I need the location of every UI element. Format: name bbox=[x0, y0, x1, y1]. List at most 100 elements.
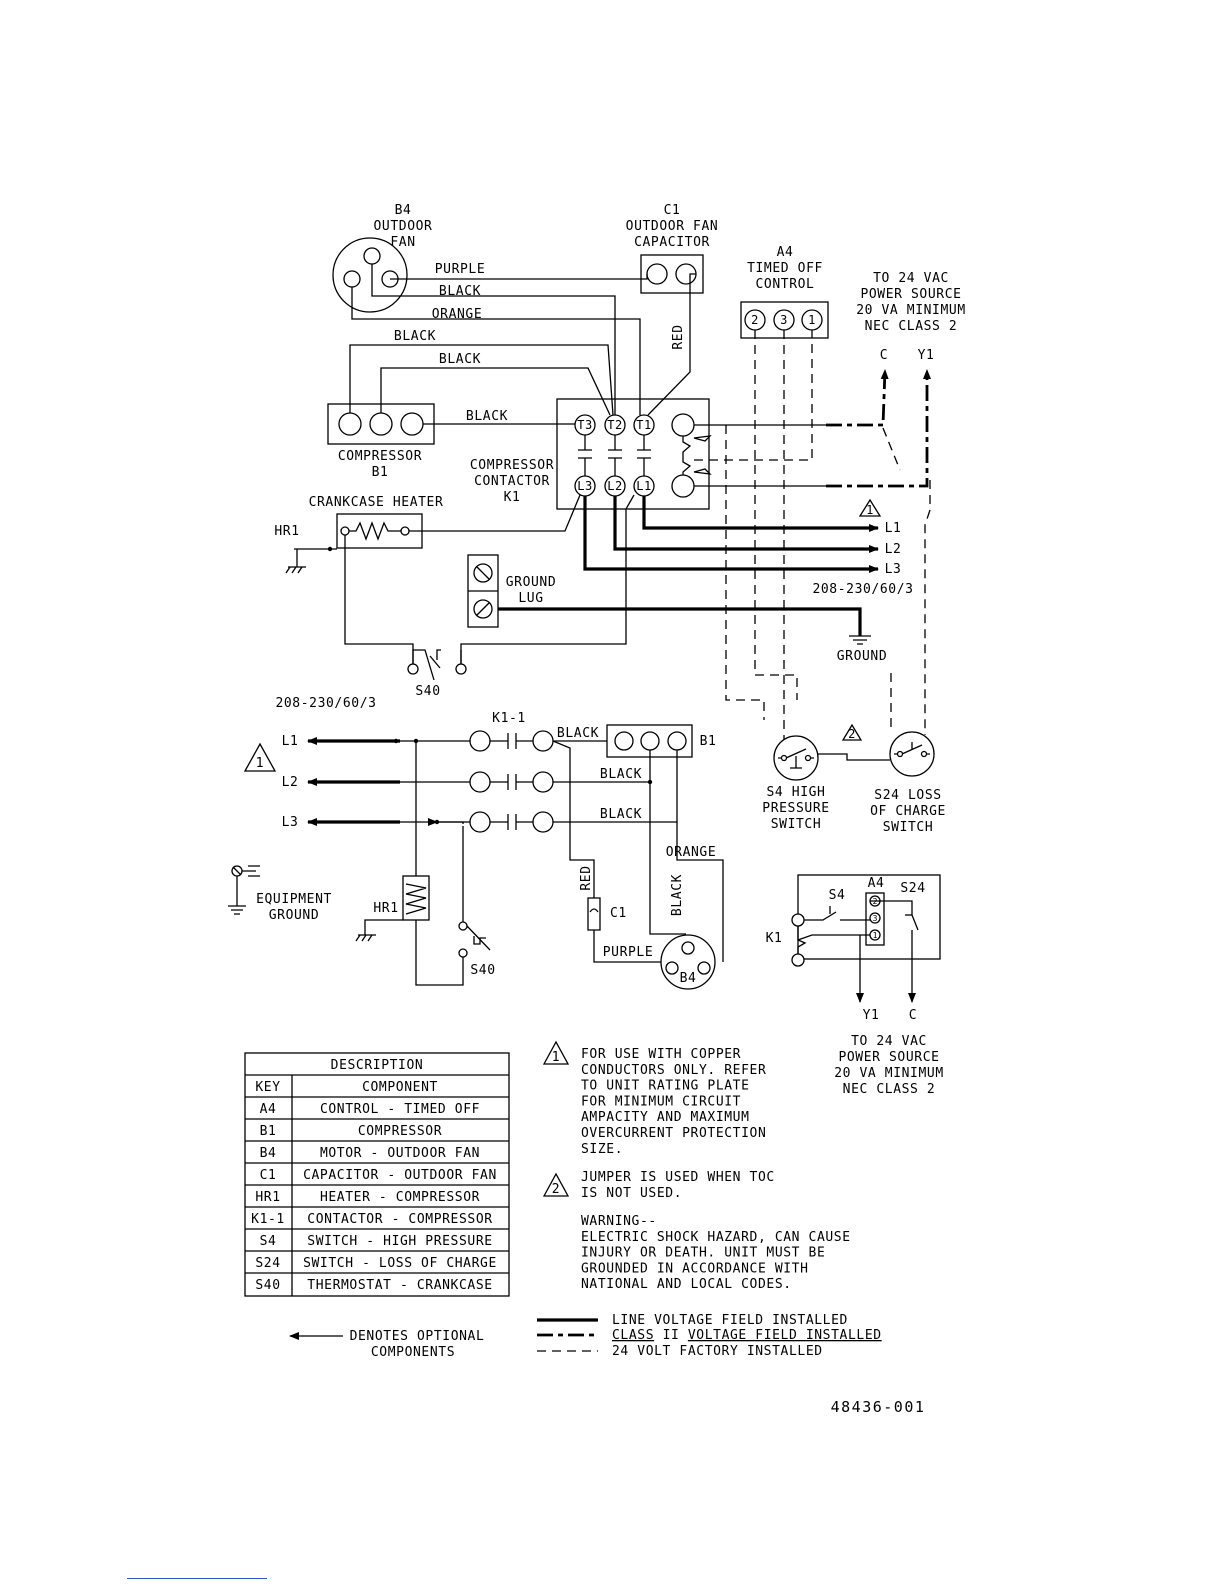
k1-contactor: T3 T2 T1 L3 L2 L1 COMPRESSOR CONTACTOR K… bbox=[470, 398, 710, 510]
legend-class2-a: CLASS bbox=[612, 1328, 654, 1343]
wire-black-b1c-label: BLACK bbox=[466, 409, 508, 424]
k1-l1: L1 bbox=[636, 479, 651, 493]
wire-black-b1a-label: BLACK bbox=[394, 329, 436, 344]
sch-orange: ORANGE bbox=[666, 845, 717, 860]
legend-row-component: THERMOSTAT - CRANKCASE bbox=[307, 1278, 492, 1293]
note1-mark-top: 1 bbox=[866, 503, 874, 517]
k1-l2: L2 bbox=[607, 479, 622, 493]
schematic-l1: L1 bbox=[282, 734, 299, 749]
schematic-c1: C1 bbox=[610, 906, 627, 921]
wire-orange-label: ORANGE bbox=[432, 307, 483, 322]
legend-factory: 24 VOLT FACTORY INSTALLED bbox=[612, 1344, 823, 1359]
a4-key: A4 bbox=[777, 245, 794, 260]
note1-line: AMPACITY AND MAXIMUM bbox=[581, 1110, 750, 1125]
k1-line2: CONTACTOR bbox=[474, 474, 550, 489]
top-voltage: 208-230/60/3 bbox=[812, 582, 913, 597]
b1-label: COMPRESSOR bbox=[338, 449, 422, 464]
power-source-label: TO 24 VAC POWER SOURCE 20 VA MINIMUM NEC… bbox=[856, 271, 966, 363]
top-l3: L3 bbox=[885, 562, 902, 577]
legend-row-component: HEATER - COMPRESSOR bbox=[320, 1190, 480, 1205]
sch-purple: PURPLE bbox=[603, 945, 654, 960]
s24-line1: S24 LOSS bbox=[874, 788, 941, 803]
legend-row-component: CONTACTOR - COMPRESSOR bbox=[307, 1212, 492, 1227]
legend-row-key: B4 bbox=[260, 1146, 277, 1161]
warning-line: WARNING-- bbox=[581, 1214, 657, 1229]
ctrl-s4: S4 bbox=[829, 888, 846, 903]
page-link-underline[interactable] bbox=[127, 1578, 267, 1579]
schematic-k1-1: K1-1 bbox=[492, 711, 526, 726]
k1-key: K1 bbox=[504, 490, 521, 505]
ctrl-k1: K1 bbox=[766, 931, 783, 946]
ctrl-power4: NEC CLASS 2 bbox=[843, 1082, 936, 1097]
sch-black-2: BLACK bbox=[600, 767, 642, 782]
legend-line-voltage: LINE VOLTAGE FIELD INSTALLED bbox=[612, 1313, 848, 1328]
ctrl-s24: S24 bbox=[900, 881, 925, 896]
a4-pin3: 3 bbox=[780, 313, 788, 327]
pressure-switches: S4 HIGH PRESSURE SWITCH S24 LOSS OF CHAR… bbox=[762, 723, 946, 835]
sch-black-1: BLACK bbox=[557, 726, 599, 741]
top-l2: L2 bbox=[885, 542, 902, 557]
b1-key: B1 bbox=[372, 465, 389, 480]
schematic-b1: B1 bbox=[700, 734, 717, 749]
legend-header-key: KEY bbox=[255, 1080, 280, 1095]
s4-line2: PRESSURE bbox=[762, 801, 829, 816]
hr1-title: CRANKCASE HEATER bbox=[309, 495, 444, 510]
k1-t3: T3 bbox=[577, 418, 592, 432]
s24-line2: OF CHARGE bbox=[870, 804, 946, 819]
b4-key: B4 bbox=[395, 203, 412, 218]
ctrl-c: C bbox=[909, 1008, 917, 1023]
legend-class2-c: VOLTAGE FIELD INSTALLED bbox=[688, 1328, 882, 1343]
b1-compressor: COMPRESSOR B1 bbox=[327, 403, 435, 480]
legend-row-key: A4 bbox=[260, 1102, 277, 1117]
note2-mark: 2 bbox=[552, 1182, 560, 1197]
note2-line: IS NOT USED. bbox=[581, 1186, 682, 1201]
schematic-l2: L2 bbox=[282, 775, 299, 790]
terminal-y1: Y1 bbox=[918, 348, 935, 363]
legend-row-component: SWITCH - LOSS OF CHARGE bbox=[303, 1256, 497, 1271]
power-line3: 20 VA MINIMUM bbox=[856, 303, 966, 318]
ctrl-power1: TO 24 VAC bbox=[851, 1034, 927, 1049]
legend-row-key: C1 bbox=[260, 1168, 277, 1183]
hr1-crankcase-heater: CRANKCASE HEATER HR1 bbox=[274, 495, 444, 574]
warning-line: GROUNDED IN ACCORDANCE WITH bbox=[581, 1261, 809, 1276]
note1-line: CONDUCTORS ONLY. REFER bbox=[581, 1063, 766, 1078]
legend-row-component: CAPACITOR - OUTDOOR FAN bbox=[303, 1168, 497, 1183]
optional-components-note: DENOTES OPTIONAL COMPONENTS bbox=[289, 1329, 484, 1360]
hr1-key: HR1 bbox=[274, 524, 299, 539]
schematic-l3: L3 bbox=[282, 815, 299, 830]
wire-purple-label: PURPLE bbox=[435, 262, 486, 277]
k1-t1: T1 bbox=[636, 418, 651, 432]
ground-lug-line2: LUG bbox=[518, 591, 543, 606]
k1-line1: COMPRESSOR bbox=[470, 458, 554, 473]
eq-ground2: GROUND bbox=[269, 908, 320, 923]
legend-row-key: S4 bbox=[260, 1234, 277, 1249]
legend-title: DESCRIPTION bbox=[331, 1058, 424, 1073]
sch-black-3: BLACK bbox=[600, 807, 642, 822]
note1-line: OVERCURRENT PROTECTION bbox=[581, 1126, 766, 1141]
sch-red: RED bbox=[579, 865, 594, 890]
k1-1-contacts bbox=[469, 730, 554, 833]
schematic-s40: S40 bbox=[470, 963, 495, 978]
legend-row-key: K1-1 bbox=[251, 1212, 285, 1227]
warning-line: ELECTRIC SHOCK HAZARD, CAN CAUSE bbox=[581, 1230, 851, 1245]
schematic-b4: B4 bbox=[680, 971, 697, 986]
power-line4: NEC CLASS 2 bbox=[865, 319, 958, 334]
top-l1: L1 bbox=[885, 521, 902, 536]
sch-black-4: BLACK bbox=[670, 874, 685, 916]
s4-line1: S4 HIGH bbox=[767, 785, 826, 800]
a4-timed-off-control: A4 TIMED OFF CONTROL 2 3 1 bbox=[740, 245, 829, 339]
schematic-voltage: 208-230/60/3 bbox=[275, 696, 376, 711]
ctrl-pin1: 1 bbox=[873, 931, 878, 940]
terminal-c: C bbox=[880, 348, 888, 363]
legend-class2: CLASS II VOLTAGE FIELD INSTALLED bbox=[612, 1328, 882, 1343]
ladder-schematic: 208-230/60/3 K1-1 1 L1 L2 L3 B1 BLACK bbox=[228, 696, 724, 990]
wire-black-fan-label: BLACK bbox=[439, 284, 481, 299]
note1-line: TO UNIT RATING PLATE bbox=[581, 1079, 750, 1094]
note2-mark-top: 2 bbox=[848, 727, 856, 741]
s40-thermostat-top: S40 bbox=[407, 649, 467, 699]
schematic-hr1: HR1 bbox=[373, 901, 398, 916]
s40-key: S40 bbox=[415, 684, 440, 699]
ctrl-a4: A4 bbox=[868, 876, 885, 891]
top-wiring: PURPLE BLACK ORANGE RED BLACK BLACK BLAC… bbox=[344, 262, 931, 746]
